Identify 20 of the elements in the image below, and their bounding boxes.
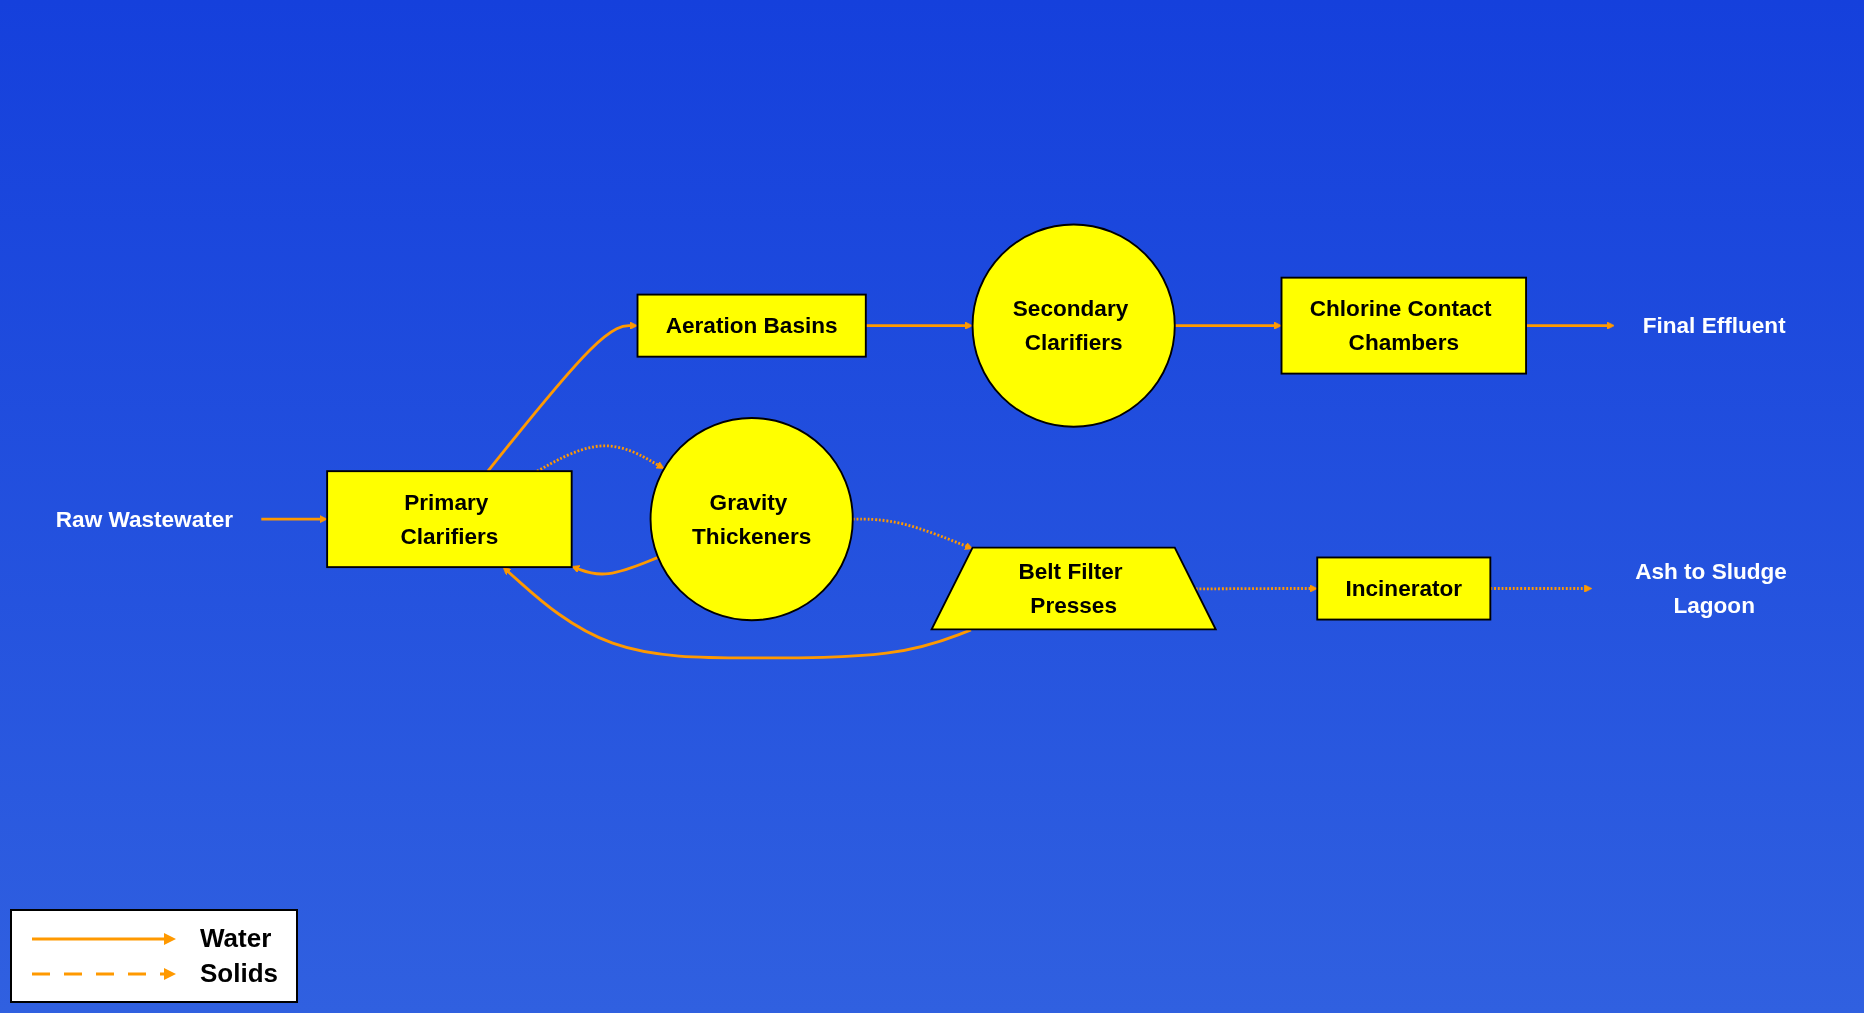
arrow	[865, 321, 973, 331]
arrow	[536, 444, 665, 473]
node-text: Raw Wastewater	[55, 506, 234, 532]
arrow	[261, 515, 328, 524]
node-box: Incinerator	[1316, 556, 1492, 621]
node-circle: Gravity Thickeners	[649, 417, 854, 622]
arrow	[502, 567, 972, 660]
legend-label: Water	[200, 923, 272, 954]
arrow	[571, 556, 659, 576]
node-text: Ash to Sludge Lagoon	[1635, 558, 1787, 618]
arrow	[1174, 321, 1282, 331]
legend-label: Solids	[200, 958, 278, 989]
arrow	[1195, 584, 1318, 593]
node-circle: Secondary Clarifiers	[971, 223, 1176, 428]
arrow	[486, 321, 638, 473]
node-box: Primary Clarifiers	[326, 470, 573, 569]
node-box: Chlorine Contact Chambers	[1280, 277, 1527, 375]
node-box: Aeration Basins	[636, 293, 867, 358]
arrow	[1526, 321, 1615, 331]
node-text: Final Effluent	[1642, 312, 1786, 339]
